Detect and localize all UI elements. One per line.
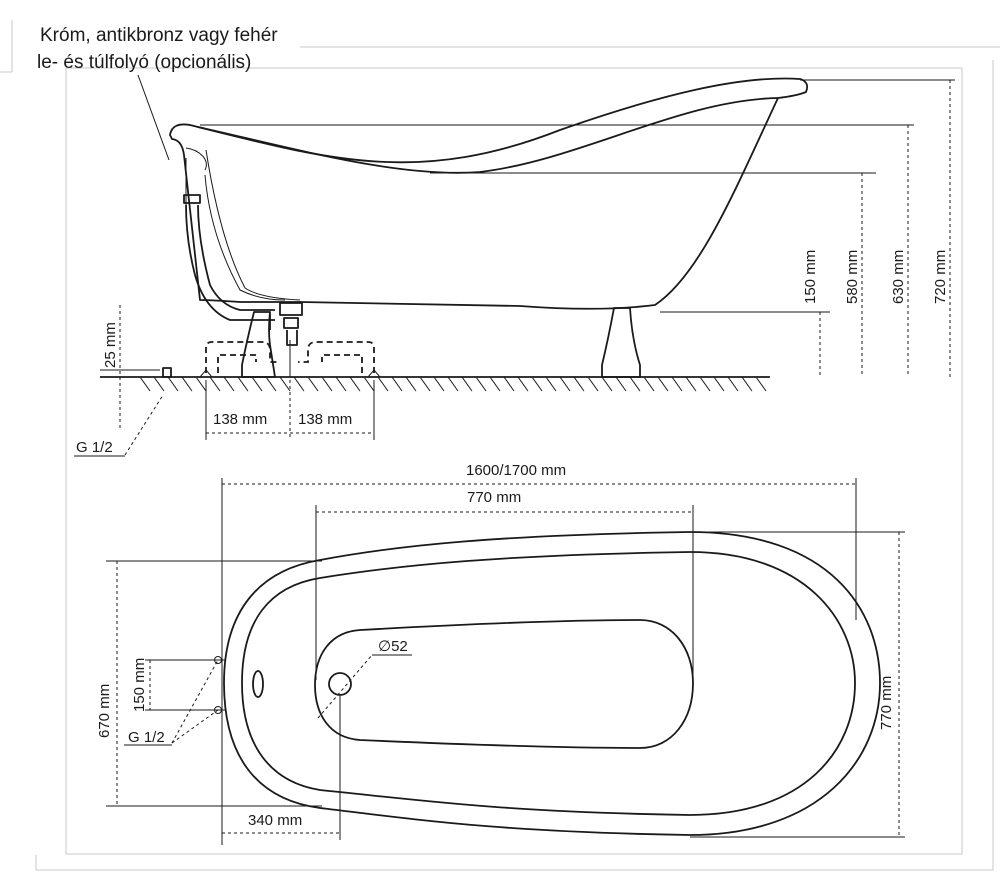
dim-inner-length: 770 mm (467, 489, 521, 506)
dim-drain-diameter: ∅52 (378, 638, 408, 655)
g12-label-side: G 1/2 (76, 439, 113, 456)
hatch-stroke (643, 376, 655, 392)
hatch-stroke (727, 376, 739, 392)
caption-line-2: le- és túlfolyó (opcionális) (37, 52, 251, 73)
drain-hole (328, 672, 352, 696)
supply-pipe-left-inner (217, 354, 257, 373)
hatch-stroke (475, 376, 487, 392)
drain-diameter-leader (317, 654, 373, 719)
dim-pipe-height: 25 mm (102, 322, 119, 368)
dim-total-length: 1600/1700 mm (466, 462, 566, 479)
hatch-stroke (167, 376, 179, 392)
hatch-stroke (237, 376, 249, 392)
hatch-stroke (209, 376, 221, 392)
tub-top-outer (223, 531, 881, 836)
hatch-stroke (629, 376, 641, 392)
g12-label-top: G 1/2 (128, 729, 165, 746)
hatch-stroke (419, 376, 431, 392)
overflow-cap-curve (185, 147, 207, 171)
dim-rim-height: 580 mm (844, 250, 861, 304)
side-view: G 1/2 25 mm 138 mm 138 mm 150 mm 580 mm … (74, 77, 955, 457)
dim-right-spacing: 138 mm (298, 411, 352, 428)
dim-total-height: 720 mm (932, 250, 949, 304)
floor-hatching (139, 376, 767, 392)
drawing-frame (0, 20, 1000, 871)
dim-width-left: 670 mm (96, 684, 113, 738)
tub-foot-right (601, 307, 641, 378)
hatch-stroke (391, 376, 403, 392)
hatch-stroke (377, 376, 389, 392)
supply-base-left (199, 369, 213, 378)
tub-inner-rim (197, 97, 779, 174)
hatch-stroke (699, 376, 711, 392)
hatch-stroke (265, 376, 277, 392)
drain-valve (279, 302, 303, 316)
hatch-stroke (587, 376, 599, 392)
drain-pipe-inner (197, 204, 275, 311)
hatch-stroke (405, 376, 417, 392)
dim-headrest-height: 630 mm (890, 250, 907, 304)
top-view: 1600/1700 mm 770 mm 670 mm 770 mm 150 mm… (96, 462, 905, 845)
hatch-stroke (741, 376, 753, 392)
tub-top-inner-rim (241, 551, 856, 816)
overflow-cable (204, 174, 286, 301)
hatch-stroke (293, 376, 305, 392)
dim-drain-offset: 340 mm (248, 812, 302, 829)
hatch-stroke (349, 376, 361, 392)
overflow-fitting (183, 194, 201, 204)
hatch-stroke (307, 376, 319, 392)
hatch-stroke (657, 376, 669, 392)
hatch-stroke (545, 376, 557, 392)
supply-pipe-left (205, 341, 280, 373)
tub-side-profile (169, 77, 809, 310)
hatch-stroke (517, 376, 529, 392)
dim-tub-floor-height: 150 mm (802, 250, 819, 304)
hatch-stroke (279, 376, 291, 392)
connection-stub (162, 367, 172, 378)
hatch-stroke (615, 376, 627, 392)
hatch-stroke (335, 376, 347, 392)
hatch-stroke (251, 376, 263, 392)
hatch-stroke (153, 376, 165, 392)
overflow-caption: Króm, antikbronz vagy fehér le- és túlfo… (37, 25, 278, 161)
overflow-slot (252, 670, 264, 698)
hatch-stroke (363, 376, 375, 392)
hatch-stroke (713, 376, 725, 392)
g12-leader-top-upper (171, 659, 219, 744)
hatch-stroke (321, 376, 333, 392)
hatch-stroke (671, 376, 683, 392)
caption-leader-line (137, 74, 170, 161)
g12-leader (124, 394, 164, 456)
g12-leader-top-lower (171, 709, 219, 744)
hatch-stroke (601, 376, 613, 392)
hatch-stroke (181, 376, 193, 392)
caption-line-1: Króm, antikbronz vagy fehér (40, 25, 278, 46)
dim-width-right: 770 mm (878, 676, 895, 730)
tub-inner-wall (205, 149, 301, 301)
hatch-stroke (531, 376, 543, 392)
hatch-stroke (433, 376, 445, 392)
dim-tap-spacing: 150 mm (131, 658, 148, 712)
hatch-stroke (755, 376, 767, 392)
supply-pipe-right-inner (321, 354, 363, 373)
drain-trap-top (283, 317, 299, 329)
hatch-stroke (685, 376, 697, 392)
hatch-stroke (195, 376, 207, 392)
hatch-stroke (503, 376, 515, 392)
hatch-stroke (447, 376, 459, 392)
hatch-stroke (573, 376, 585, 392)
hatch-stroke (223, 376, 235, 392)
supply-base-right (367, 369, 381, 378)
hatch-stroke (559, 376, 571, 392)
tub-top-basin (314, 619, 694, 749)
hatch-stroke (461, 376, 473, 392)
drain-trap-body (286, 330, 298, 346)
hatch-stroke (489, 376, 501, 392)
dim-left-spacing: 138 mm (213, 411, 267, 428)
hatch-stroke (139, 376, 151, 392)
drain-pipe (185, 204, 275, 321)
